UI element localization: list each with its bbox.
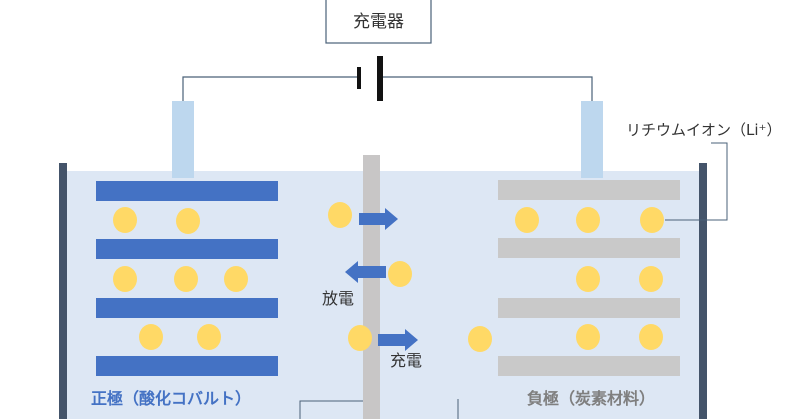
charger-label: 充電器 <box>353 12 404 32</box>
wire-left <box>182 76 358 101</box>
negative-plate <box>498 298 680 318</box>
lithium-ion-callout <box>665 142 728 221</box>
positive-plate <box>96 298 278 318</box>
lithium-ion <box>348 325 372 351</box>
arrow-right-icon <box>378 329 418 351</box>
bottom-bracket-left <box>299 400 372 419</box>
arrow-right-icon <box>359 208 398 230</box>
discharge-label: 放電 <box>322 289 354 308</box>
lithium-ion <box>515 207 539 233</box>
lithium-ion <box>328 202 352 228</box>
positive-plate <box>96 181 278 201</box>
electrolyte <box>64 171 702 419</box>
positive-plate <box>96 239 278 259</box>
charge-label: 充電 <box>390 351 422 370</box>
lithium-ion <box>576 324 600 350</box>
lithium-ion <box>576 266 600 292</box>
arrow-left-icon <box>345 261 386 283</box>
lithium-ion <box>639 266 663 292</box>
lithium-ion <box>113 266 137 292</box>
lithium-ion <box>468 326 492 352</box>
positive-plate <box>96 356 278 376</box>
lithium-ion <box>639 324 663 350</box>
lithium-ion <box>640 207 664 233</box>
negative-plate <box>498 180 680 200</box>
lithium-ion-label: リチウムイオン（Li⁺） <box>626 121 781 139</box>
lithium-ion <box>139 324 163 350</box>
lithium-ion <box>174 266 198 292</box>
container-wall-right <box>699 163 707 419</box>
wire-right <box>380 76 593 101</box>
lithium-ion <box>176 208 200 234</box>
battery-symbol-short <box>357 67 361 89</box>
container-wall-left <box>59 163 67 419</box>
negative-plate <box>498 238 680 258</box>
negative-plate <box>498 356 680 376</box>
negative-electrode-label: 負極（炭素材料） <box>527 389 655 408</box>
lithium-ion <box>197 324 221 350</box>
positive-electrode-label: 正極（酸化コバルト） <box>91 389 251 408</box>
lithium-ion <box>576 207 600 233</box>
lithium-ion <box>388 261 412 287</box>
battery-symbol-long <box>377 56 383 101</box>
separator <box>363 155 380 419</box>
terminal-positive <box>172 101 194 178</box>
charger-box <box>325 0 432 44</box>
lithium-ion <box>224 266 248 292</box>
terminal-negative <box>581 101 603 178</box>
lithium-ion <box>113 207 137 233</box>
